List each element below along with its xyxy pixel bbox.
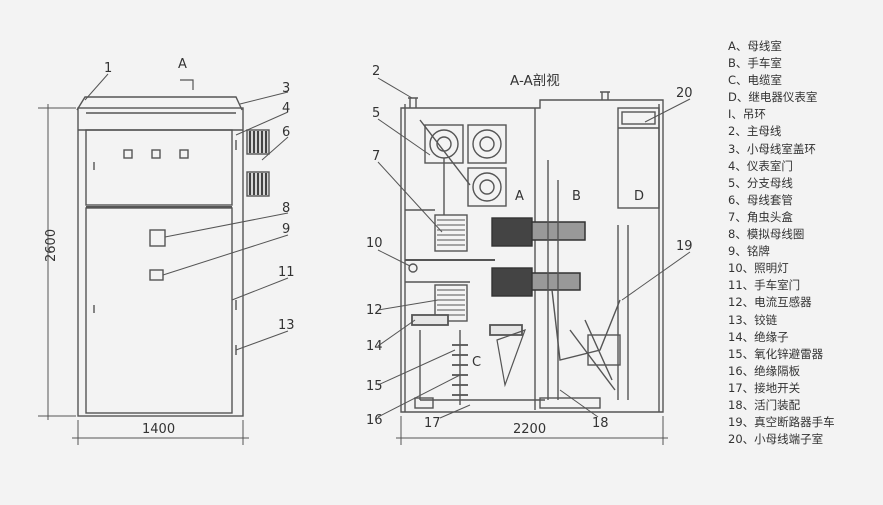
compartment-d: D: [634, 189, 644, 204]
nameplate: [149, 269, 164, 281]
cabinet-outline: [77, 107, 244, 417]
callout-6: 6: [282, 125, 290, 140]
callout-13: 13: [278, 318, 295, 333]
callout-19: 19: [676, 239, 693, 254]
section-view: [377, 77, 691, 445]
legend-item: B、手车室: [728, 56, 782, 71]
insulators: [411, 314, 523, 405]
legend-item: 6、母线套管: [728, 192, 793, 207]
callout-4: 4: [282, 101, 290, 116]
callout-2: 2: [372, 64, 380, 79]
callout-15: 15: [366, 379, 383, 394]
current-transformer: [434, 214, 468, 322]
callout-11: 11: [278, 265, 295, 280]
parts-legend: A、母线室 B、手车室 C、电缆室 D、继电器仪表室 I、吊环 2、主母线 3、…: [728, 38, 878, 448]
legend-item: 7、角虫头盒: [728, 209, 793, 224]
legend-item: 8、模拟母线圈: [728, 227, 805, 242]
legend-item: 20、小母线端子室: [728, 432, 824, 447]
callout-3: 3: [282, 81, 290, 96]
main-busbars: [424, 124, 507, 207]
legend-item: 10、照明灯: [728, 261, 789, 276]
callout-17: 17: [424, 416, 441, 431]
relay-compartment: [617, 107, 660, 209]
legend-item: 13、铰链: [728, 312, 778, 327]
legend-item: 11、手车室门: [728, 278, 801, 293]
callout-16: 16: [366, 413, 383, 428]
section-width-dimension: 2200: [513, 422, 546, 437]
compartment-c: C: [472, 355, 481, 370]
legend-item: 15、氧化锌避雷器: [728, 346, 824, 361]
compartment-b: B: [572, 189, 581, 204]
legend-item: I、吊环: [728, 107, 766, 122]
lamp: [408, 263, 418, 273]
legend-item: 4、仪表室门: [728, 158, 793, 173]
legend-item: 19、真空断路器手车: [728, 415, 835, 430]
legend-item: 18、活门装配: [728, 397, 801, 412]
front-view: [38, 73, 289, 445]
trolley-door: [85, 207, 233, 414]
height-dimension: 2600: [44, 229, 59, 262]
callout-10: 10: [366, 236, 383, 251]
callout-5: 5: [372, 106, 380, 121]
legend-item: 9、铭牌: [728, 244, 770, 259]
legend-item: D、继电器仪表室: [728, 90, 818, 105]
instrument-door: [85, 129, 233, 206]
callout-18: 18: [592, 416, 609, 431]
callout-12: 12: [366, 303, 383, 318]
legend-item: A、母线室: [728, 39, 782, 53]
section-frame: [400, 99, 664, 413]
callout-7: 7: [372, 149, 380, 164]
callout-20: 20: [676, 86, 693, 101]
legend-item: 5、分支母线: [728, 175, 793, 190]
legend-item: 3、小母线室盖环: [728, 141, 816, 156]
legend-item: 16、绝缘隔板: [728, 363, 801, 378]
callout-14: 14: [366, 339, 383, 354]
section-marker: A: [178, 57, 187, 72]
legend-item: 17、接地开关: [728, 380, 801, 395]
legend-item: C、电缆室: [728, 73, 783, 88]
callout-1: 1: [104, 61, 112, 76]
legend-item: 14、绝缘子: [728, 329, 789, 344]
callout-9: 9: [282, 222, 290, 237]
contact-arms: [491, 217, 586, 297]
legend-item: 2、主母线: [728, 124, 782, 139]
callout-8: 8: [282, 201, 290, 216]
compartment-a: A: [515, 189, 524, 204]
legend-item: 12、电流互感器: [728, 295, 812, 310]
mimic-bus-plate: [149, 229, 166, 247]
section-title: A-A剖视: [510, 73, 560, 89]
front-width-dimension: 1400: [142, 422, 175, 437]
